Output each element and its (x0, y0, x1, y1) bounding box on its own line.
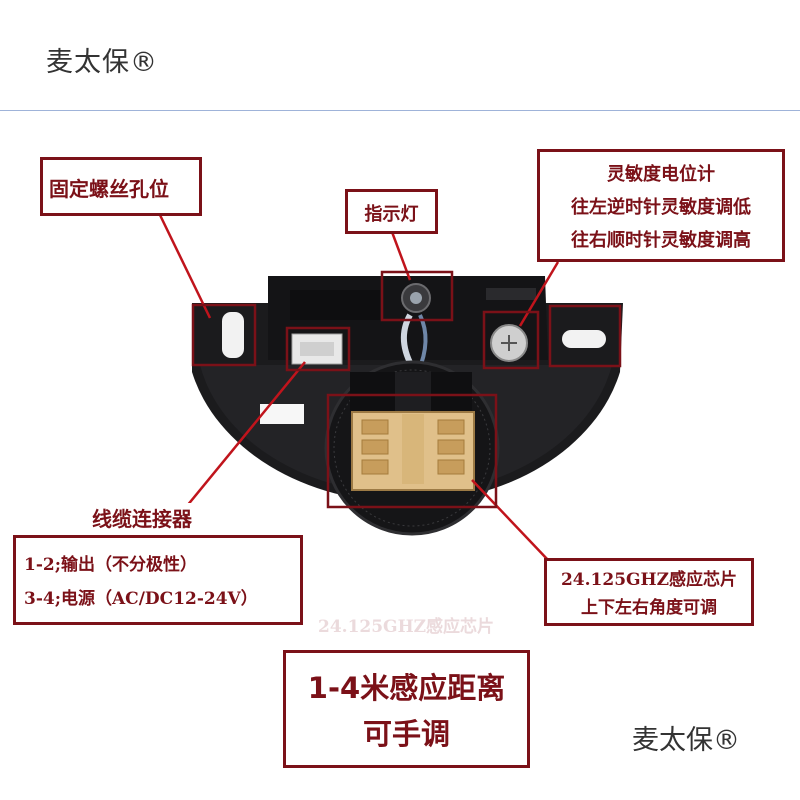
leader-mount (158, 214, 212, 319)
callout-sensitivity-title: 灵敏度电位计 (607, 164, 715, 185)
left-mount-slot (222, 312, 244, 358)
callout-chip: 24.125GHZ感应芯片 上下左右角度可调 (544, 558, 754, 626)
callout-mounting-holes: 固定螺丝孔位 (40, 157, 202, 216)
ghost-chip-label: 24.125GHZ感应芯片 (318, 617, 495, 637)
callout-indicator-light-text: 指示灯 (364, 204, 419, 225)
brand-watermark-bottom: 麦太保® (632, 725, 740, 756)
callout-range-line1: 1-4米感应距离 (307, 671, 506, 705)
header-divider (0, 110, 800, 111)
callout-chip-line2: 上下左右角度可调 (581, 598, 717, 618)
callout-sensitivity-ccw: 往左逆时针灵敏度调低 (571, 197, 751, 218)
callout-chip-line1: 24.125GHZ感应芯片 (560, 570, 738, 590)
callout-mounting-holes-text: 固定螺丝孔位 (49, 177, 169, 201)
callout-indicator-light: 指示灯 (345, 189, 438, 234)
callout-pins-1-2: 1-2;输出（不分极性） (24, 555, 197, 575)
brand-watermark-top: 麦太保® (46, 47, 158, 78)
callout-range-line2: 可手调 (362, 717, 450, 751)
callout-connector-pins: 1-2;输出（不分极性） 3-4;电源（AC/DC12-24V） (13, 535, 303, 625)
callout-connector-title: 线缆连接器 (92, 503, 192, 532)
callout-pins-3-4: 3-4;电源（AC/DC12-24V） (24, 589, 258, 609)
callout-range: 1-4米感应距离 可手调 (283, 650, 530, 768)
leader-connector (181, 361, 306, 513)
right-mount-slot (562, 330, 606, 348)
callout-sensitivity: 灵敏度电位计 往左逆时针灵敏度调低 往右顺时针灵敏度调高 (537, 149, 785, 262)
leader-sensitivity (518, 261, 560, 327)
housing-window (260, 404, 304, 424)
leader-chip (471, 479, 549, 561)
callout-sensitivity-cw: 往右顺时针灵敏度调高 (571, 230, 751, 251)
